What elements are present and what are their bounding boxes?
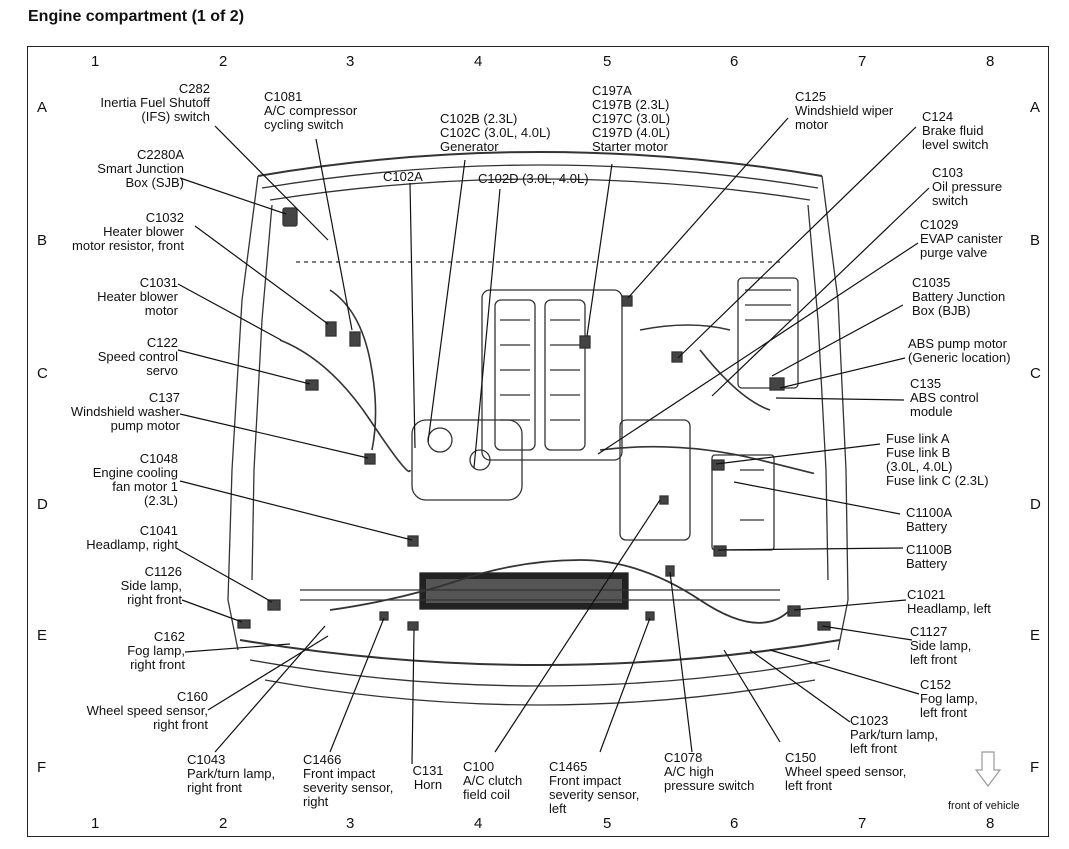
- grid-column-label: 5: [603, 815, 612, 832]
- grid-row-label: E: [1030, 627, 1041, 644]
- engine-illustration: [227, 151, 849, 706]
- grid-column-label: 4: [474, 815, 483, 832]
- grid-row-label: B: [1030, 232, 1041, 249]
- grid-column-label: 6: [730, 53, 739, 70]
- diagram-frame: [27, 46, 1049, 837]
- front-of-vehicle-label: front of vehicle: [948, 800, 1020, 812]
- grid-column-label: 3: [346, 53, 355, 70]
- grid-row-label: F: [1030, 759, 1040, 776]
- grid-column-label: 8: [986, 53, 995, 70]
- grid-row-label: E: [37, 627, 48, 644]
- grid-row-label: D: [37, 496, 48, 513]
- grid-column-label: 1: [91, 815, 100, 832]
- grid-column-label: 5: [603, 53, 612, 70]
- grid-column-label: 7: [858, 53, 867, 70]
- grid-row-label: B: [37, 232, 48, 249]
- grid-column-label: 2: [219, 53, 228, 70]
- grid-row-label: A: [37, 99, 48, 116]
- grid-column-label: 1: [91, 53, 100, 70]
- grid-column-label: 4: [474, 53, 483, 70]
- grid-column-label: 8: [986, 815, 995, 832]
- grid-row-label: F: [37, 759, 47, 776]
- grid-row-label: A: [1030, 99, 1041, 116]
- front-arrow-icon: [974, 751, 1002, 787]
- callout-c102d: C102D (3.0L, 4.0L): [478, 171, 589, 186]
- grid-row-label: C: [37, 365, 48, 382]
- callout-abs-pump: ABS pump motor(Generic location): [908, 336, 1011, 365]
- grid-column-label: 2: [219, 815, 228, 832]
- grid-row-label: C: [1030, 365, 1041, 382]
- callout-c102b: C102B (2.3L)C102C (3.0L, 4.0L)Generator: [440, 111, 551, 154]
- grid-column-label: 6: [730, 815, 739, 832]
- grid-column-label: 7: [858, 815, 867, 832]
- page-title: Engine compartment (1 of 2): [28, 8, 245, 25]
- leader-lines: [175, 117, 930, 765]
- grid-row-label: D: [1030, 496, 1041, 513]
- grid-column-label: 3: [346, 815, 355, 832]
- callout-c102a: C102A: [383, 169, 423, 184]
